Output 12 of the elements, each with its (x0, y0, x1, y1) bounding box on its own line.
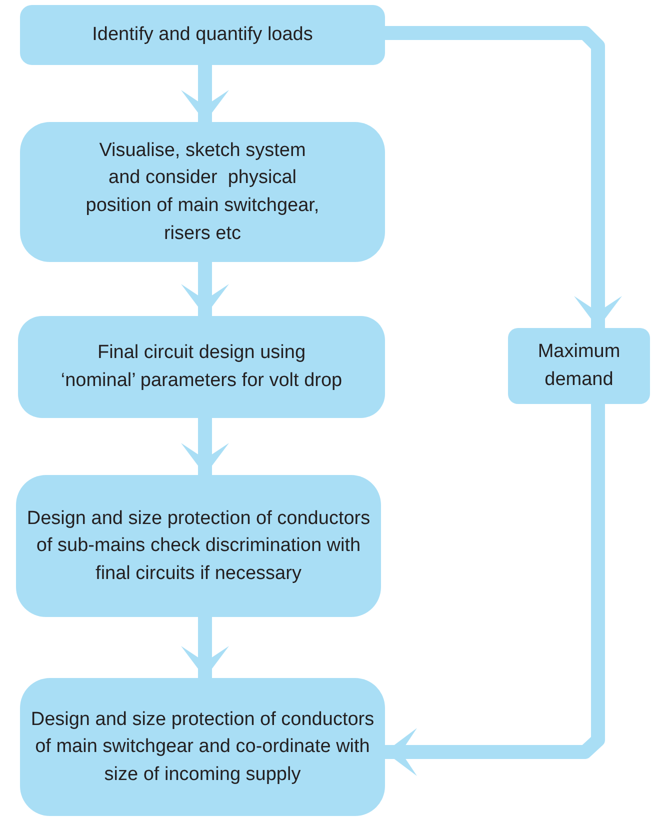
box-text: Design and size protection of conductors of main switchgear and co-ordinate with size of incoming supply (30, 708, 376, 787)
process-box (20, 678, 385, 816)
box-text: Final circuit design using ‘nominal’ parameters for volt drop (60, 341, 344, 393)
process-box (508, 328, 650, 404)
process-box (16, 475, 381, 617)
process-box (20, 122, 385, 262)
process-box (20, 5, 385, 65)
box-text: Maximum demand (536, 340, 622, 392)
process-box (18, 316, 385, 418)
box-text: Visualise, sketch system and consider physical position of main switchgear, risers etc (84, 138, 320, 246)
box-text: Identify and quantify loads (92, 23, 313, 48)
box-text: Design and size protection of conductors of sub-mains check discrimination with final circuits if necessary (26, 506, 372, 586)
